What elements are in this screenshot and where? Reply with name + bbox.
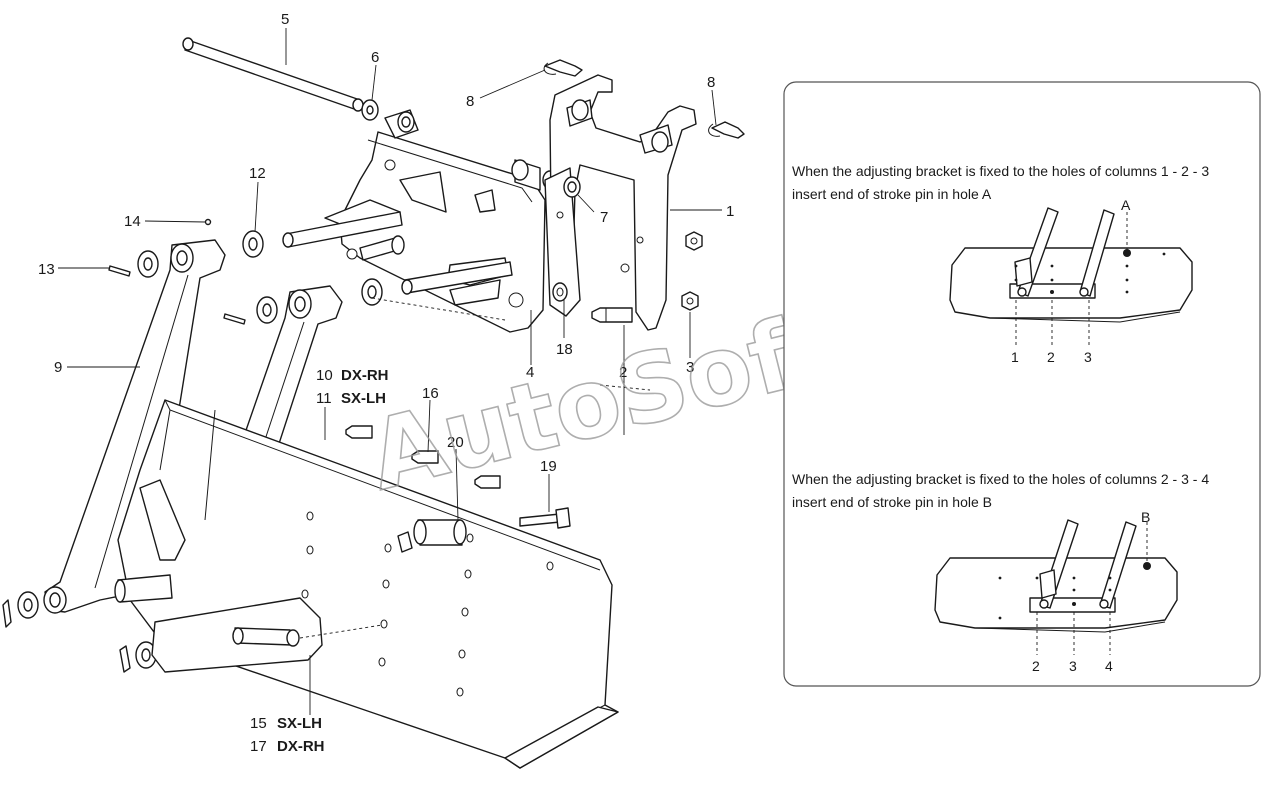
callout-11-side: SX-LH <box>341 390 386 407</box>
callout-1: 1 <box>726 203 734 220</box>
part-8-clip-left <box>543 59 583 77</box>
top-column-3: 3 <box>1084 349 1092 365</box>
centerline <box>371 297 506 321</box>
callout-5: 5 <box>281 11 289 28</box>
part-2-bolt <box>591 307 633 323</box>
part-18-spacer <box>552 282 568 302</box>
centerline <box>599 384 651 391</box>
part-16-bolt <box>397 519 467 553</box>
callout-4: 4 <box>526 364 534 381</box>
part-8-clip-right <box>708 121 745 139</box>
callout-2: 2 <box>619 364 627 381</box>
part-13-roll-pin <box>2 265 246 673</box>
part-3-nut <box>681 291 699 311</box>
hole-label-b: B <box>1141 509 1150 525</box>
bottom-column-3: 3 <box>1069 658 1077 674</box>
part-5-rod <box>182 37 364 112</box>
bottom-bracket-figure <box>934 519 1178 655</box>
callout-10: 10 <box>316 367 333 384</box>
leader-lines <box>58 28 722 715</box>
callout-13: 13 <box>38 261 55 278</box>
instruction-panel: When the adjusting bracket is fixed to t… <box>783 81 1261 687</box>
callout-11: 11 <box>316 390 332 407</box>
callout-16: 16 <box>422 385 439 402</box>
blade <box>117 399 619 769</box>
top-instruction-line1: When the adjusting bracket is fixed to t… <box>792 163 1209 179</box>
callout-8: 8 <box>466 93 474 110</box>
bolts-center <box>345 425 501 489</box>
part-19-bolt <box>519 507 571 529</box>
callout-labels: 5 6 8 8 1 7 12 14 13 9 4 2 3 18 16 20 19… <box>38 11 734 755</box>
callout-6: 6 <box>371 49 379 66</box>
callout-7: 7 <box>600 209 608 226</box>
callout-12: 12 <box>249 165 266 182</box>
callout-15-side: SX-LH <box>277 715 322 732</box>
part-15-17-adjusting-bracket <box>114 574 323 673</box>
callout-18: 18 <box>556 341 573 358</box>
bottom-column-2: 2 <box>1032 658 1040 674</box>
part-14-grease-nipple <box>204 218 212 226</box>
part-1-bracket <box>549 74 697 331</box>
callout-17: 17 <box>250 738 267 755</box>
callout-8: 8 <box>707 74 715 91</box>
top-bracket-figure <box>949 207 1193 345</box>
part-3-nut-top <box>685 231 703 251</box>
callout-19: 19 <box>540 458 557 475</box>
bottom-instruction-line2: insert end of stroke pin in hole B <box>792 494 992 510</box>
hole-label-a: A <box>1121 197 1131 213</box>
top-column-2: 2 <box>1047 349 1055 365</box>
callout-10-side: DX-RH <box>341 367 389 384</box>
part-7-link-plate <box>544 167 581 317</box>
part-6-washer <box>361 99 379 121</box>
washers-left <box>17 250 383 669</box>
top-column-1: 1 <box>1011 349 1019 365</box>
plate-pins <box>282 211 513 295</box>
top-instruction-line2: insert end of stroke pin in hole A <box>792 186 992 202</box>
part-12-washer <box>242 230 264 258</box>
callout-9: 9 <box>54 359 62 376</box>
part-9-lift-arm <box>43 239 226 614</box>
centerline <box>299 624 383 639</box>
callout-17-side: DX-RH <box>277 738 325 755</box>
bottom-instruction-line1: When the adjusting bracket is fixed to t… <box>792 471 1209 487</box>
bottom-column-4: 4 <box>1105 658 1113 674</box>
callout-20: 20 <box>447 434 464 451</box>
callout-3: 3 <box>686 359 694 376</box>
callout-14: 14 <box>124 213 141 230</box>
callout-15: 15 <box>250 715 267 732</box>
